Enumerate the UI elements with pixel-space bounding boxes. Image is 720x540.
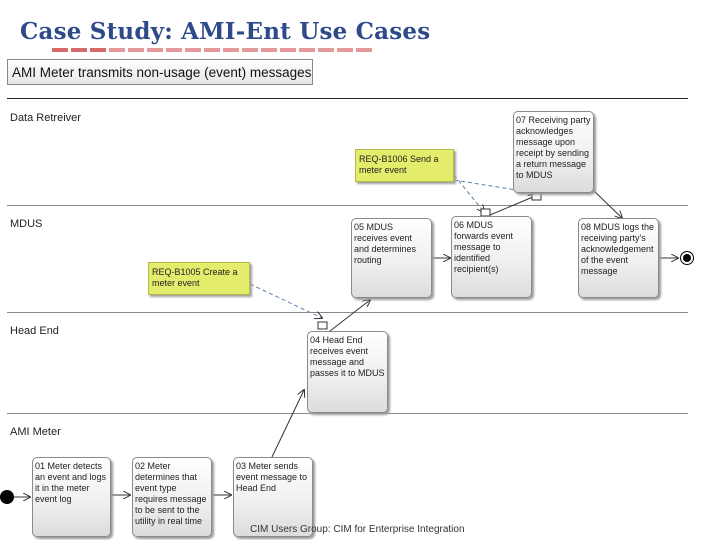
activity-03-meter-sends-event: 03 Meter sends event message to Head End <box>233 457 313 537</box>
activity-06-mdus-forwards-event: 06 MDUS forwards event message to identi… <box>451 216 532 298</box>
activity-05-mdus-receives-event: 05 MDUS receives event and determines ro… <box>351 218 432 298</box>
page-title: Case Study: AMI-Ent Use Cases <box>20 18 431 45</box>
input-pin-04 <box>317 321 328 330</box>
activity-01-meter-detects-event: 01 Meter detects an event and logs it in… <box>32 457 111 537</box>
activity-04-head-end-receives: 04 Head End receives event message and p… <box>307 331 388 413</box>
footer-text: CIM Users Group: CIM for Enterprise Inte… <box>250 524 465 535</box>
flow-04-to-05 <box>329 300 370 332</box>
lane-divider-2 <box>7 312 688 313</box>
final-node <box>680 251 694 265</box>
requirement-note-req-b1006: REQ-B1006 Send a meter event <box>355 149 454 182</box>
lane-divider-top <box>7 98 688 99</box>
activity-02-meter-determines-event-type: 02 Meter determines that event type requ… <box>132 457 212 537</box>
lane-label-data-retreiver: Data Retreiver <box>10 112 81 124</box>
flow-03-to-04 <box>271 390 304 458</box>
title-underline-decoration <box>52 48 372 52</box>
lane-label-ami-meter: AMI Meter <box>10 426 61 438</box>
lane-divider-3 <box>7 413 688 414</box>
diagram-header: AMI Meter transmits non-usage (event) me… <box>7 59 313 85</box>
lane-label-mdus: MDUS <box>10 218 43 230</box>
activity-07-receiving-party-acknowledges: 07 Receiving party acknowledges message … <box>513 111 594 193</box>
input-pin-06 <box>480 208 491 217</box>
lane-divider-1 <box>7 205 688 206</box>
input-pin-07 <box>531 192 542 201</box>
activity-08-mdus-logs-acknowledgement: 08 MDUS logs the receiving party's ackno… <box>578 218 659 298</box>
initial-node <box>0 490 14 504</box>
flow-07-to-08 <box>591 188 622 218</box>
lane-label-head-end: Head End <box>10 325 59 337</box>
requirement-note-req-b1005: REQ-B1005 Create a meter event <box>148 262 250 295</box>
note-link-req-b1006 <box>453 174 484 212</box>
